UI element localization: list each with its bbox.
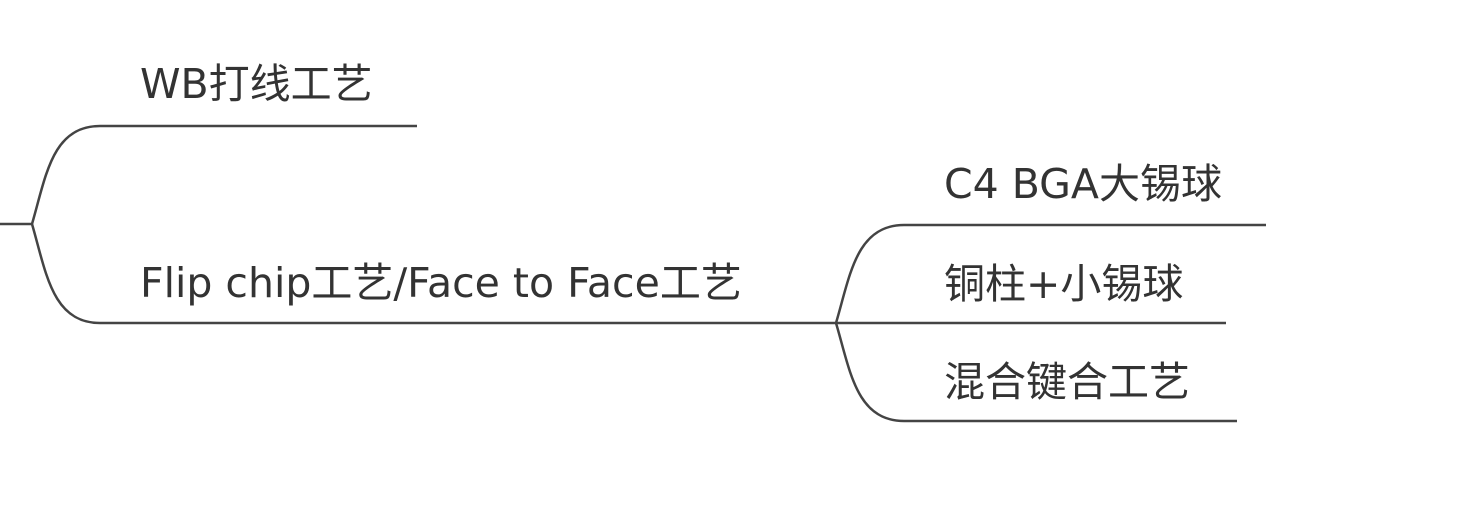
connector-to-wb <box>30 124 417 225</box>
node-wb-wire-bonding[interactable]: WB打线工艺 <box>140 60 373 108</box>
node-flip-chip[interactable]: Flip chip工艺/Face to Face工艺 <box>140 259 742 307</box>
node-hybrid-bonding[interactable]: 混合键合工艺 <box>944 358 1190 406</box>
node-c4-bga[interactable]: C4 BGA大锡球 <box>944 160 1222 208</box>
connector-to-c4-bga <box>834 223 1266 324</box>
connector-to-hybrid-bonding <box>834 322 1237 423</box>
connector-to-flip-chip <box>30 223 836 325</box>
node-copper-pillar[interactable]: 铜柱+小锡球 <box>944 260 1184 308</box>
